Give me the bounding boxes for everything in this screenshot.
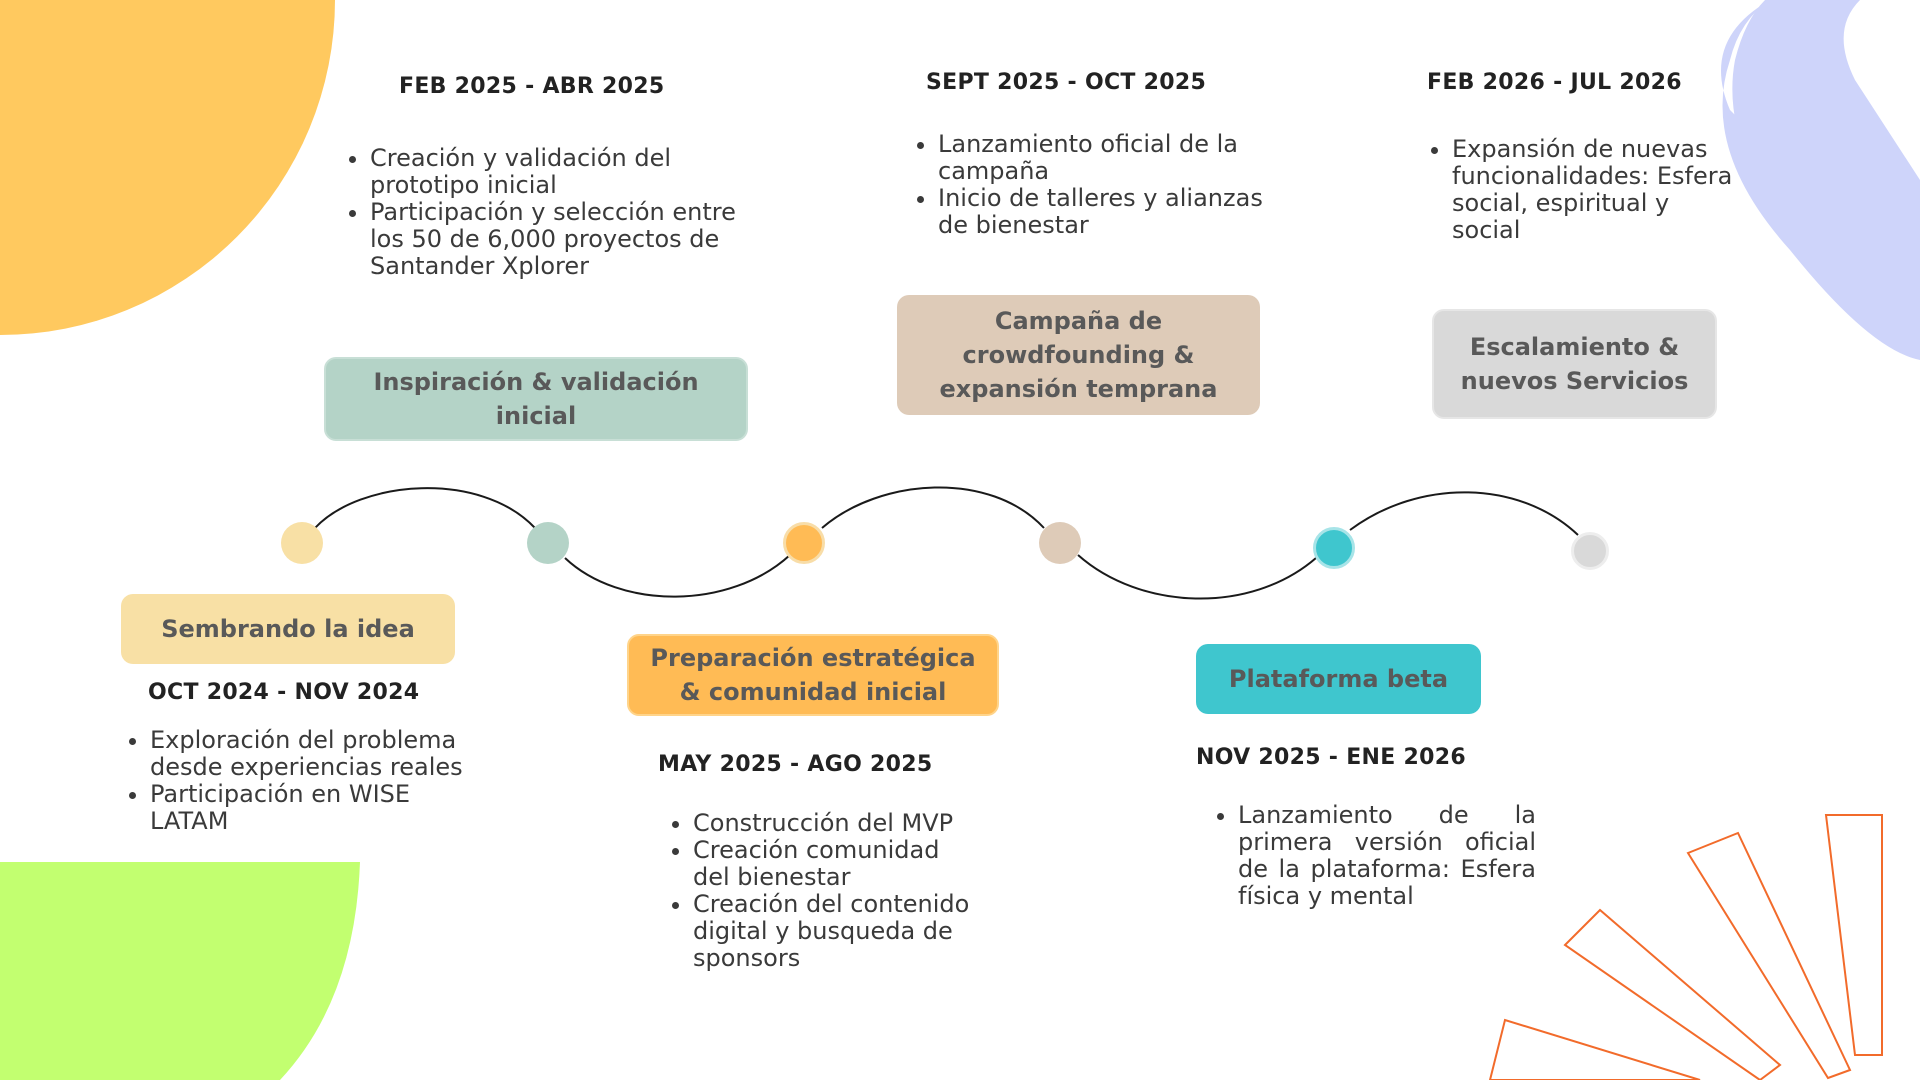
list-item: Participación y selección entre los 50 d… xyxy=(370,199,770,280)
phase-4-title: Campaña de crowdfounding & expansión tem… xyxy=(897,295,1260,415)
timeline-node-4 xyxy=(1039,522,1081,564)
timeline-node-3 xyxy=(783,522,825,564)
list-item: Inicio de talleres y alianzas de bienest… xyxy=(938,185,1288,239)
phase-2-list: Creación y validación del prototipo inic… xyxy=(340,145,770,280)
list-item: Creación comunidad del bienestar xyxy=(693,837,983,891)
timeline-node-1 xyxy=(281,522,323,564)
phase-5-list: Lanzamiento de la primera versión oficia… xyxy=(1208,802,1536,910)
list-item: Participación en WISE LATAM xyxy=(150,781,490,835)
phase-2-title: Inspiración & validación inicial xyxy=(324,357,748,441)
phase-5-date: NOV 2025 - ENE 2026 xyxy=(1196,745,1466,770)
phase-6-title: Escalamiento & nuevos Servicios xyxy=(1432,309,1717,419)
list-item: Lanzamiento de la primera versión oficia… xyxy=(1238,802,1536,910)
timeline-wave-line xyxy=(314,486,1579,600)
list-item: Creación y validación del prototipo inic… xyxy=(370,145,770,199)
timeline-node-6 xyxy=(1571,532,1609,570)
list-item: Construcción del MVP xyxy=(693,810,983,837)
phase-3-title: Preparación estratégica & comunidad inic… xyxy=(627,634,999,716)
phase-3-list: Construcción del MVP Creación comunidad … xyxy=(663,810,983,972)
yellow-blob-shape xyxy=(0,0,335,335)
list-item: Expansión de nuevas funcionalidades: Esf… xyxy=(1452,136,1742,244)
phase-5-title: Plataforma beta xyxy=(1196,644,1481,714)
phase-2-date: FEB 2025 - ABR 2025 xyxy=(399,74,665,99)
list-item: Exploración del problema desde experienc… xyxy=(150,727,490,781)
green-blob-shape xyxy=(0,862,360,1080)
timeline-node-5 xyxy=(1313,527,1355,569)
timeline-node-2 xyxy=(527,522,569,564)
phase-3-date: MAY 2025 - AGO 2025 xyxy=(658,752,933,777)
list-item: Lanzamiento oficial de la campaña xyxy=(938,131,1288,185)
phase-1-list: Exploración del problema desde experienc… xyxy=(120,727,490,835)
phase-1-date: OCT 2024 - NOV 2024 xyxy=(148,680,420,705)
phase-6-date: FEB 2026 - JUL 2026 xyxy=(1427,70,1682,95)
list-item: Creación del contenido digital y busqued… xyxy=(693,891,983,972)
phase-4-list: Lanzamiento oficial de la campaña Inicio… xyxy=(908,131,1288,239)
phase-6-list: Expansión de nuevas funcionalidades: Esf… xyxy=(1422,136,1742,244)
orange-rays-shape xyxy=(1488,814,1883,1080)
phase-4-date: SEPT 2025 - OCT 2025 xyxy=(926,70,1207,95)
phase-1-title: Sembrando la idea xyxy=(121,594,455,664)
